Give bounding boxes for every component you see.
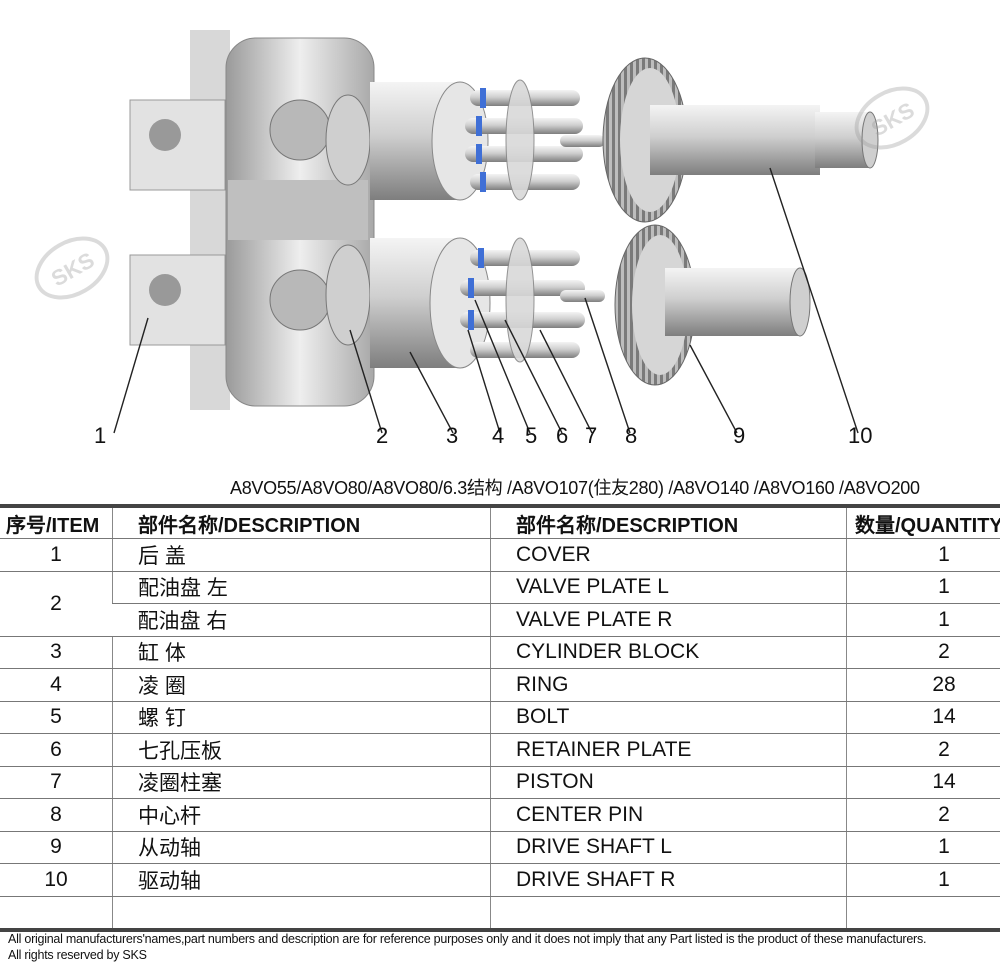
description-en: CYLINDER BLOCK [490,635,847,669]
item-number: 9 [0,830,113,864]
table-row: 1 后 盖 COVER 1 [0,538,1000,572]
item-number: 2 [0,570,113,637]
callout-4: 4 [492,423,504,448]
description-en: RING [490,668,847,702]
copyright-text: All rights reserved by SKS [8,948,147,962]
description-en: VALVE PLATE L [490,570,847,604]
header-quantity: 数量/QUANTITY [846,505,1000,539]
table-row: 2 配油盘 左 VALVE PLATE L 1 [0,570,1000,637]
quantity: 28 [846,668,1000,702]
callout-9: 9 [733,423,745,448]
table-row: 配油盘 右 VALVE PLATE R 1 [0,603,1000,637]
table-row: 9 从动轴 DRIVE SHAFT L 1 [0,830,1000,864]
description-en: COVER [490,538,847,572]
description-cn: 中心杆 [112,798,491,832]
disclaimer-text: All original manufacturers'names,part nu… [8,932,927,946]
table-header-row: 序号/ITEM 部件名称/DESCRIPTION 部件名称/DESCRIPTIO… [0,505,1000,539]
description-cn: 后 盖 [112,538,491,572]
callout-3: 3 [446,423,458,448]
item-number: 4 [0,668,113,702]
table-row: 3 缸 体 CYLINDER BLOCK 2 [0,635,1000,669]
description-cn: 从动轴 [112,830,491,864]
table-row: 4 凌 圈 RING 28 [0,668,1000,702]
callout-numbers: 1 2 3 4 5 6 7 8 9 10 [94,423,872,448]
callout-5: 5 [525,423,537,448]
header-item: 序号/ITEM [0,505,113,539]
parts-table: 序号/ITEM 部件名称/DESCRIPTION 部件名称/DESCRIPTIO… [0,504,1000,932]
description-cn [112,895,491,932]
description-en: DRIVE SHAFT R [490,863,847,897]
table-row: 10 驱动轴 DRIVE SHAFT R 1 [0,863,1000,897]
model-list: A8VO55/A8VO80/A8VO80/6.3结构 /A8VO107(住友28… [230,478,920,498]
cylinder-block-part [370,81,491,369]
description-cn: 驱动轴 [112,863,491,897]
table-row: 5 螺 钉 BOLT 14 [0,700,1000,734]
description-en: RETAINER PLATE [490,733,847,767]
quantity: 1 [846,603,1000,637]
description-cn: 配油盘 右 [112,603,491,637]
description-cn: 配油盘 左 [112,570,491,604]
quantity: 1 [846,830,1000,864]
table-row: 7 凌圈柱塞 PISTON 14 [0,765,1000,799]
description-en: PISTON [490,765,847,799]
piston-assembly-part [460,79,585,363]
quantity: 14 [846,765,1000,799]
quantity: 1 [846,538,1000,572]
table-row: 6 七孔压板 RETAINER PLATE 2 [0,733,1000,767]
item-number: 5 [0,700,113,734]
quantity [846,895,1000,932]
leader-lines [113,167,859,434]
cover-part [129,30,375,410]
header-description-cn: 部件名称/DESCRIPTION [112,505,491,539]
quantity: 14 [846,700,1000,734]
item-number: 3 [0,635,113,669]
callout-8: 8 [625,423,637,448]
callout-2: 2 [376,423,388,448]
quantity: 2 [846,798,1000,832]
item-number: 6 [0,733,113,767]
quantity: 1 [846,863,1000,897]
disclaimer-footer: All original manufacturers'names,part nu… [8,931,1000,963]
description-en: BOLT [490,700,847,734]
callout-10: 10 [848,423,872,448]
callout-7: 7 [585,423,597,448]
callout-6: 6 [556,423,568,448]
center-pin-part [560,135,605,302]
header-description-en: 部件名称/DESCRIPTION [490,505,847,539]
description-cn: 凌圈柱塞 [112,765,491,799]
quantity: 2 [846,733,1000,767]
table-row-empty [0,895,1000,932]
callout-1: 1 [94,423,106,448]
item-number: 7 [0,765,113,799]
description-cn: 七孔压板 [112,733,491,767]
description-en: CENTER PIN [490,798,847,832]
item-number: 10 [0,863,113,897]
description-cn: 缸 体 [112,635,491,669]
exploded-parts-diagram: SKS SKS 1 2 3 4 5 6 7 8 9 10 [34,30,930,448]
quantity: 2 [846,635,1000,669]
description-en: DRIVE SHAFT L [490,830,847,864]
description-cn: 螺 钉 [112,700,491,734]
table-row: 8 中心杆 CENTER PIN 2 [0,798,1000,832]
description-en: VALVE PLATE R [490,603,847,637]
item-number: 1 [0,538,113,572]
drive-shaft-part [602,57,879,386]
quantity: 1 [846,570,1000,604]
item-number: 8 [0,798,113,832]
item-number [0,895,113,932]
description-cn: 凌 圈 [112,668,491,702]
description-en [490,895,847,932]
